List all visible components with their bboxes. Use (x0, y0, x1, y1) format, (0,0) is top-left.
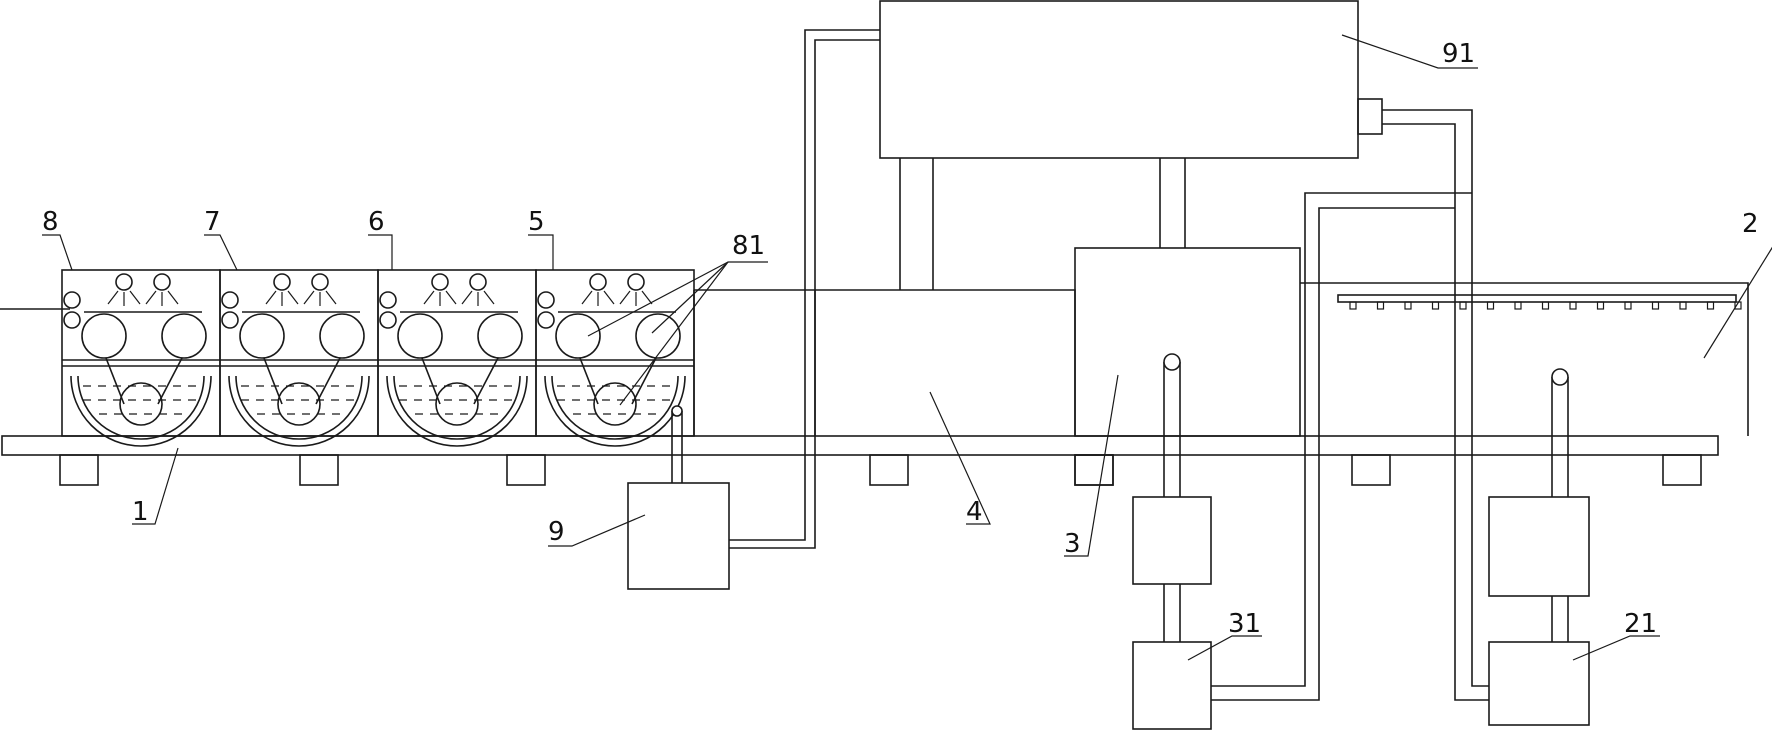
label-6: 6 (368, 207, 385, 237)
tank-module (219, 269, 379, 447)
label-81: 81 (732, 231, 765, 261)
label-21: 21 (1624, 609, 1657, 639)
pump-31 (1132, 192, 1472, 730)
label-5: 5 (528, 207, 545, 237)
label-4: 4 (966, 497, 983, 527)
base-rail (1, 435, 1719, 486)
leader-lines (42, 34, 1772, 661)
label-2: 2 (1742, 209, 1759, 239)
label-91: 91 (1442, 39, 1475, 69)
label-3: 3 (1064, 529, 1081, 559)
tank-module (377, 269, 537, 447)
pump-9 (627, 29, 880, 590)
label-31: 31 (1228, 609, 1261, 639)
tank-module (61, 269, 221, 447)
part-4-housing (694, 289, 1076, 436)
spray-nozzles (1349, 301, 1742, 310)
tank-module (535, 269, 695, 447)
label-8: 8 (42, 207, 59, 237)
pump-21 (1382, 109, 1590, 726)
label-9: 9 (548, 517, 565, 547)
label-7: 7 (204, 207, 221, 237)
riser-pipes (671, 353, 1569, 497)
treatment-tanks (61, 269, 695, 447)
part-3-box (1074, 247, 1301, 486)
top-tank-91 (879, 0, 1383, 290)
part-labels: 1 2 3 4 5 6 7 8 9 21 31 81 91 (42, 39, 1759, 639)
spray-tank-2 (1300, 282, 1749, 436)
label-1: 1 (132, 497, 149, 527)
